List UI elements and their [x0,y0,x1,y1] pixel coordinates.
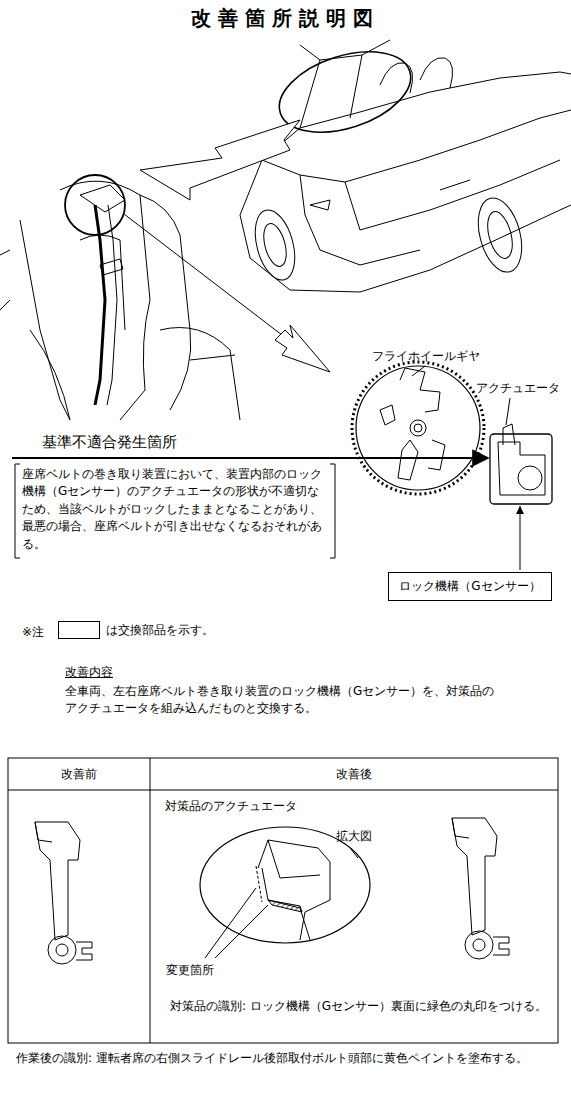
leader-line [412,366,425,376]
arrow-head [516,506,524,514]
pointer-arrow [12,457,488,459]
part-label: アクチュエータ [476,380,560,397]
part-label: フライホイールギヤ [372,348,480,365]
box-label: ロック機構（Gセンサー） [399,578,540,595]
enlarged-view [200,827,370,943]
actuator-before [35,822,92,964]
note-text: 座席ベルトの巻き取り装置において、装置内部のロック機構（Gセンサー）のアクチュエ… [22,466,330,553]
g-sensor [490,424,552,504]
leader-line [124,214,295,345]
table-cell: 対策品のアクチュエータ [165,798,297,815]
leader-line [215,905,268,958]
title: 改善箇所説明図 [191,4,380,32]
table-header: 改善前 [61,766,97,783]
table-grid [8,758,558,1043]
bracket [15,464,20,558]
table-cell: 対策品の識別: ロック機構（Gセンサー）裏面に緑色の丸印をつける。 [170,998,554,1015]
car-illustration [240,37,571,292]
part-label: 拡大図 [336,828,372,845]
hollow-arrow [140,120,300,200]
flywheel-gear [352,362,484,494]
table-header: 改善後 [336,766,372,783]
part-box: ロック機構（Gセンサー） [388,572,551,601]
leader-line [205,888,256,958]
section-heading: 改善内容 [65,664,113,681]
leader-line [506,398,510,425]
seat-illustration [0,175,240,420]
body-text: 全車両、左右座席ベルト巻き取り装置のロック機構（Gセンサー）を、対策品のアクチュ… [65,683,505,717]
note-marker: ※注 [22,624,44,641]
legend-swatch [58,621,100,639]
leader-line [520,506,521,570]
hollow-arrow [275,325,330,372]
bracket [330,464,335,558]
callout-label: 基準不適合発生箇所 [42,432,177,453]
footnote: 作業後の識別: 運転者席の右側スライドレール後部取付ボルト頭部に黄色ペイントを塗… [16,1050,561,1067]
legend-row: は交換部品を示す。 [58,621,214,639]
legend-text: は交換部品を示す。 [106,622,214,639]
part-label: 変更箇所 [166,962,214,979]
actuator-after [452,818,509,959]
